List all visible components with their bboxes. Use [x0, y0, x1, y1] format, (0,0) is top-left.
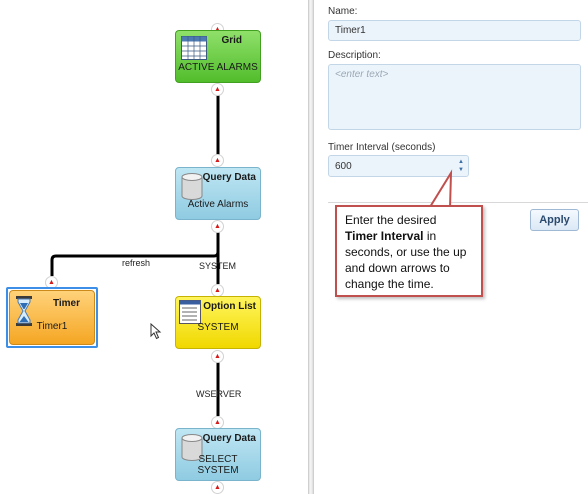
query-data-node-select-system[interactable]: Query Data SELECT SYSTEM — [175, 428, 261, 481]
timer-interval-value: 600 — [335, 161, 352, 172]
mouse-cursor-icon — [150, 323, 162, 340]
port-grid-bottom[interactable]: ▲ — [211, 83, 224, 96]
query2-subtitle-line2: SYSTEM — [197, 465, 239, 476]
timer-node-subtitle: Timer1 — [36, 321, 68, 332]
connection-wires — [50, 95, 220, 416]
name-field[interactable]: Timer1 — [328, 20, 581, 41]
timer-interval-label: Timer Interval (seconds) — [328, 142, 436, 153]
query-data-node-active-alarms[interactable]: Query Data Active Alarms — [175, 167, 261, 220]
query2-node-subtitle: SELECT SYSTEM — [176, 454, 260, 476]
wire-label-wserver: WSERVER — [196, 389, 242, 399]
description-field[interactable]: <enter text> — [328, 64, 581, 130]
spin-buttons: ▲ ▼ — [456, 158, 466, 174]
divider — [328, 202, 588, 203]
spin-up-button[interactable]: ▲ — [458, 159, 464, 165]
port-query1-bottom[interactable]: ▲ — [211, 220, 224, 233]
query2-subtitle-line1: SELECT — [198, 454, 238, 465]
database-icon — [181, 173, 203, 200]
query1-node-title: Query Data — [202, 172, 256, 183]
spin-down-button[interactable]: ▼ — [458, 167, 464, 173]
timer-node-title: Timer — [52, 298, 80, 309]
callout-line1: Enter the desired — [345, 213, 437, 227]
selection-outline — [6, 287, 98, 348]
option-node-title: Option List — [203, 301, 256, 312]
query1-node-subtitle: Active Alarms — [187, 199, 249, 210]
grid-node-subtitle: ACTIVE ALARMS — [178, 62, 258, 73]
timer-node[interactable]: Timer Timer1 — [9, 290, 95, 345]
grid-node[interactable]: Grid ACTIVE ALARMS — [175, 30, 261, 83]
option-node-subtitle: SYSTEM — [197, 322, 239, 333]
panel-splitter[interactable] — [308, 0, 314, 494]
query2-node-title: Query Data — [202, 433, 256, 444]
name-label: Name: — [328, 6, 358, 17]
table-icon — [181, 36, 207, 60]
wire-refresh — [50, 238, 220, 276]
grid-node-title: Grid — [221, 35, 242, 46]
apply-button[interactable]: Apply — [530, 209, 579, 231]
port-query2-bottom[interactable]: ▲ — [211, 481, 224, 494]
option-list-node[interactable]: Option List SYSTEM — [175, 296, 261, 349]
description-label: Description: — [328, 50, 381, 61]
help-callout: Enter the desired Timer Interval in seco… — [335, 205, 483, 297]
callout-line2: in seconds, or use the up and down arrow… — [345, 229, 467, 291]
list-icon — [179, 300, 201, 324]
wire-label-refresh: refresh — [122, 258, 151, 268]
port-query2-top[interactable]: ▲ — [211, 416, 224, 429]
timer-interval-stepper[interactable]: 600 ▲ ▼ — [328, 155, 469, 177]
hourglass-icon — [16, 296, 32, 326]
callout-bold: Timer Interval — [345, 229, 424, 243]
wire-label-system: SYSTEM — [199, 261, 237, 271]
database-icon — [181, 434, 203, 461]
callout-pointer — [429, 169, 453, 209]
workflow-canvas[interactable]: ▲ Grid ACTIVE ALARMS ▲ ▲ Query Data Acti… — [0, 0, 308, 494]
port-query1-top[interactable]: ▲ — [211, 154, 224, 167]
port-option-bottom[interactable]: ▲ — [211, 350, 224, 363]
